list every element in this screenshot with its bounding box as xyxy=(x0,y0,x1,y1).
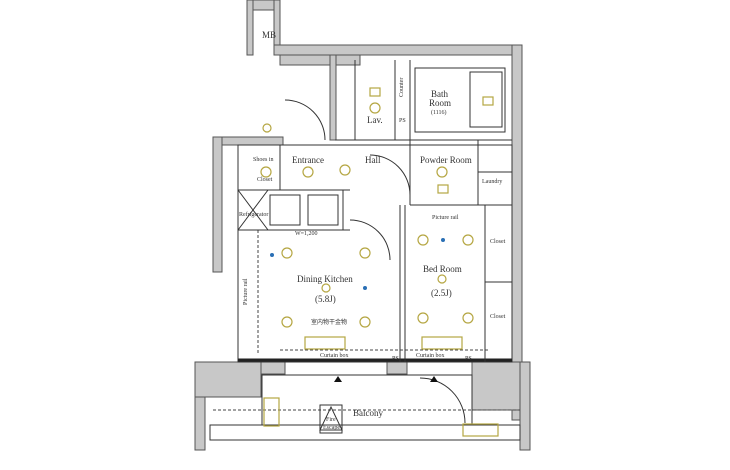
mb-label: MB xyxy=(262,30,276,40)
hall-label: Hall xyxy=(365,155,381,165)
balcony-label: Balcony xyxy=(353,408,383,418)
fixtures xyxy=(260,87,499,437)
dining-kitchen-size: (5.8J) xyxy=(315,294,336,304)
curtain-box-2-label: Curtain box xyxy=(416,353,445,359)
curtain-box-1-label: Curtain box xyxy=(320,353,349,359)
bath-label: Bath xyxy=(431,89,448,99)
ps-1-label: PS xyxy=(392,356,399,362)
picture-rail-bed-label: Picture rail xyxy=(432,215,459,221)
shoes-in-label: Shoes in xyxy=(253,157,274,163)
bed-room-size: (2.5J) xyxy=(431,288,452,298)
shoes-closet-label: Closet xyxy=(257,177,273,183)
closet-2-label: Closet xyxy=(490,314,506,320)
dining-kitchen-label: Dining Kitchen xyxy=(297,274,353,284)
powder-room-label: Powder Room xyxy=(420,155,472,165)
fire-escape-label-1: Fire xyxy=(326,417,336,423)
drying-hardware-label: 室内物干金物 xyxy=(311,318,347,326)
ps-label: PS xyxy=(399,118,406,124)
fire-escape-label-2: Escape xyxy=(323,425,340,431)
bath-room-label: Room xyxy=(429,98,451,108)
bath-size: (1116) xyxy=(431,109,447,116)
bed-room-label: Bed Room xyxy=(423,264,462,274)
picture-rail-dk-label: Picture rail xyxy=(243,278,249,305)
closet-1-label: Closet xyxy=(490,239,506,245)
kitchen-counter xyxy=(237,189,344,231)
ps-2-label: PS xyxy=(465,356,472,362)
counter-label: Counter xyxy=(399,78,405,97)
exterior-walls xyxy=(194,0,531,451)
entrance-label: Entrance xyxy=(292,155,324,165)
room-labels: MB Counter PS Lav. Bath Room (1116) Shoe… xyxy=(239,30,506,431)
lav-label: Lav. xyxy=(367,115,383,125)
refrigerator-label: Refrigerator xyxy=(239,211,268,218)
laundry-label: Laundry xyxy=(482,179,502,185)
kitchen-width-label: W=1,200 xyxy=(295,231,318,237)
